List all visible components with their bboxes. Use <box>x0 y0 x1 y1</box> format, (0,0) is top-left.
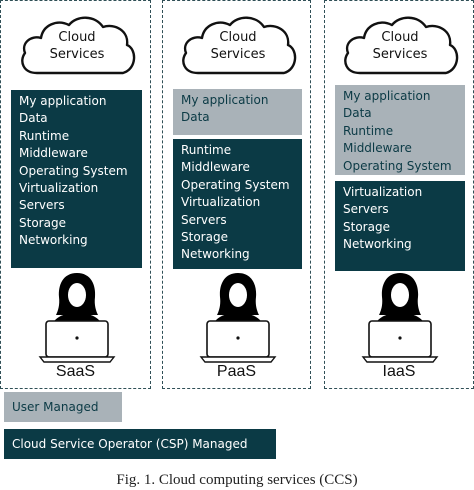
layer-item: Middleware <box>19 146 88 161</box>
layer-item: Networking <box>19 233 88 248</box>
legend-csp-managed: Cloud Service Operator (CSP) Managed <box>4 429 276 459</box>
service-model-label: PaaS <box>216 363 257 380</box>
layer-item: Data <box>19 111 48 126</box>
legend-csp-label: Cloud Service Operator (CSP) Managed <box>12 437 248 451</box>
layer-item: Operating System <box>343 158 452 173</box>
layer-item: Data <box>181 110 210 125</box>
layer-item: Servers <box>181 212 227 227</box>
layer-item: Runtime <box>19 128 70 143</box>
layer-item: Storage <box>181 230 228 245</box>
service-model-label: IaaS <box>382 363 416 380</box>
service-model-label: SaaS <box>55 363 96 380</box>
cloud-label-line1: Cloud <box>58 30 96 45</box>
cloud-label-line2: Services <box>49 47 105 62</box>
figure-caption: Fig. 1. Cloud computing services (CCS) <box>116 472 358 488</box>
cloud-label-line1: Cloud <box>381 30 419 45</box>
cloud-label-line1: Cloud <box>219 30 257 45</box>
layer-item: Networking <box>181 247 250 262</box>
layer-item: Storage <box>343 219 390 234</box>
layer-item: Networking <box>343 237 412 252</box>
layer-item: My application <box>181 93 269 107</box>
layer-item: Storage <box>19 215 66 230</box>
layer-item: Operating System <box>19 163 128 178</box>
legend-user-managed: User Managed <box>4 392 122 422</box>
legend-user-label: User Managed <box>12 400 99 414</box>
cloud-label-line2: Services <box>210 47 266 62</box>
layer-item: My application <box>19 94 107 108</box>
layer-item: Virtualization <box>343 185 423 199</box>
layer-item: Middleware <box>181 160 250 175</box>
layer-item: Servers <box>19 198 65 213</box>
cloud-label-line2: Services <box>372 47 428 62</box>
layer-item: Servers <box>343 202 389 217</box>
layer-item: My application <box>343 89 431 103</box>
layer-item: Data <box>343 106 372 121</box>
layer-item: Runtime <box>343 123 394 138</box>
layer-item: Operating System <box>181 177 290 192</box>
user-at-laptop-icon <box>355 271 445 363</box>
layer-item: Runtime <box>181 143 232 157</box>
user-at-laptop-icon <box>32 271 122 363</box>
user-at-laptop-icon <box>193 271 283 363</box>
layer-item: Middleware <box>343 141 412 156</box>
layer-item: Virtualization <box>181 195 261 210</box>
layer-item: Virtualization <box>19 181 99 196</box>
